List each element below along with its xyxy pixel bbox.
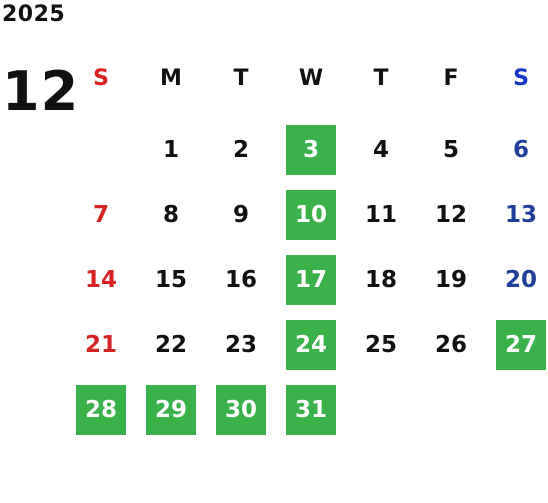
day-cell-28[interactable]: 28 [76, 385, 126, 435]
day-cell-8[interactable]: 8 [162, 202, 179, 228]
day-cell-25[interactable]: 25 [364, 332, 397, 358]
weekday-label-0: S [93, 66, 109, 91]
day-cell-27[interactable]: 27 [496, 320, 546, 370]
day-cell-18[interactable]: 18 [364, 267, 397, 293]
day-cell-10[interactable]: 10 [286, 190, 336, 240]
day-cell-3[interactable]: 3 [286, 125, 336, 175]
day-cell-16[interactable]: 16 [224, 267, 257, 293]
day-cell-12[interactable]: 12 [434, 202, 467, 228]
day-cell-5[interactable]: 5 [442, 137, 459, 163]
day-cell-31[interactable]: 31 [286, 385, 336, 435]
day-cell-22[interactable]: 22 [154, 332, 187, 358]
day-cell-7[interactable]: 7 [92, 202, 109, 228]
weekday-label-3: W [298, 66, 324, 91]
calendar-month: 12 [2, 60, 80, 123]
day-cell-6[interactable]: 6 [512, 137, 529, 163]
day-cell-15[interactable]: 15 [154, 267, 187, 293]
day-cell-14[interactable]: 14 [84, 267, 117, 293]
day-cell-9[interactable]: 9 [232, 202, 249, 228]
day-cell-11[interactable]: 11 [364, 202, 397, 228]
day-cell-17[interactable]: 17 [286, 255, 336, 305]
day-cell-24[interactable]: 24 [286, 320, 336, 370]
weekday-label-5: F [443, 66, 459, 91]
day-cell-19[interactable]: 19 [434, 267, 467, 293]
day-cell-4[interactable]: 4 [372, 137, 389, 163]
day-cell-1[interactable]: 1 [162, 137, 179, 163]
weekday-label-4: T [373, 66, 389, 91]
weekday-label-2: T [233, 66, 249, 91]
day-cell-2[interactable]: 2 [232, 137, 249, 163]
weekday-label-6: S [513, 66, 529, 91]
day-cell-21[interactable]: 21 [84, 332, 117, 358]
day-cell-26[interactable]: 26 [434, 332, 467, 358]
day-cell-20[interactable]: 20 [504, 267, 537, 293]
day-cell-30[interactable]: 30 [216, 385, 266, 435]
calendar-year: 2025 [2, 2, 66, 27]
day-cell-23[interactable]: 23 [224, 332, 257, 358]
day-cell-13[interactable]: 13 [504, 202, 537, 228]
day-cell-29[interactable]: 29 [146, 385, 196, 435]
weekday-label-1: M [160, 66, 182, 91]
